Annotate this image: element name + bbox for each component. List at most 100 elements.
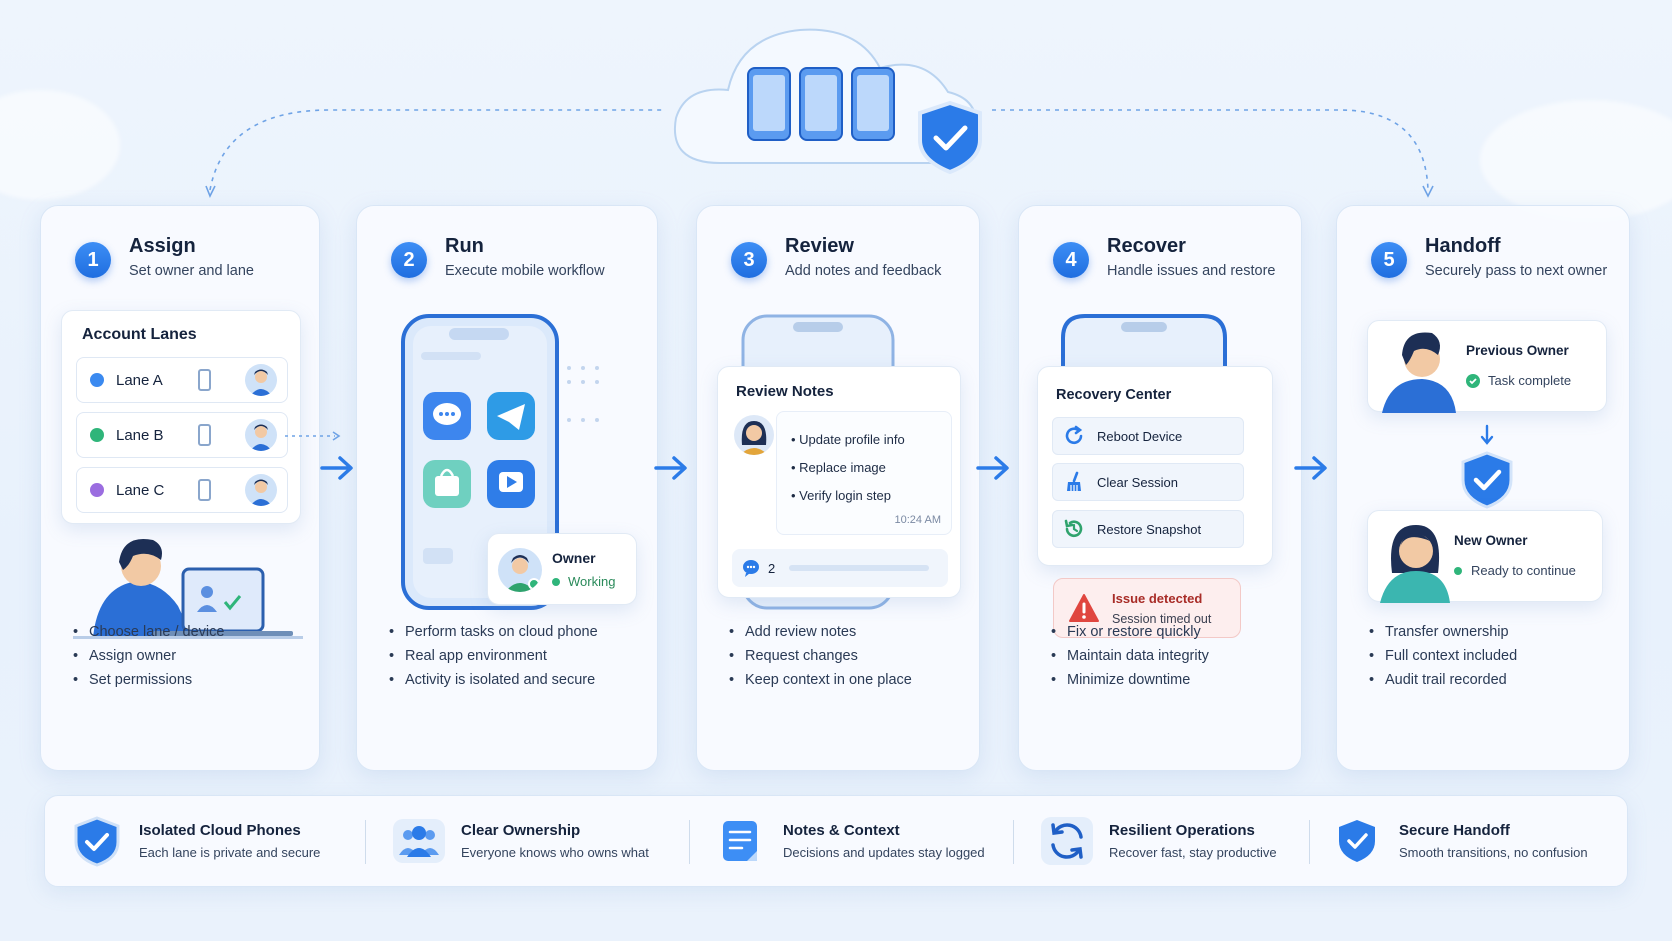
note-item: • Replace image [791,460,886,475]
comment-input[interactable]: 2 [732,549,948,587]
step-number: 2 [391,242,427,278]
lane-a[interactable]: Lane A [76,357,288,403]
avatar [734,415,774,455]
shield-check-icon [918,100,982,175]
lane-color-dot [90,373,104,387]
status-dot [1454,566,1462,575]
bullet-item: Activity is isolated and secure [387,668,598,692]
feature-title: Isolated Cloud Phones [139,822,301,839]
feature-title: Notes & Context [783,822,900,839]
bullet-item: Maintain data integrity [1049,644,1209,668]
feature-title: Secure Handoff [1399,822,1510,839]
bullet-item: Real app environment [387,644,598,668]
owner-label: Owner [552,550,596,566]
bullet-item: Assign owner [71,644,224,668]
chat-app-icon [423,392,471,440]
owner-status: Working [568,574,616,589]
note-timestamp: 10:24 AM [894,514,941,526]
avatar [245,474,277,506]
arrow-right-icon [320,456,353,480]
arrow-right-icon [654,456,687,480]
step-number: 5 [1371,242,1407,278]
issue-title: Issue detected [1112,591,1203,606]
step-recover: 4 Recover Handle issues and restore Reco… [1018,205,1302,771]
lane-b[interactable]: Lane B [76,412,288,458]
previous-owner-status: Task complete [1488,373,1572,388]
step-number: 4 [1053,242,1089,278]
feature-description: Recover fast, stay productive [1109,845,1277,860]
divider [1013,820,1014,864]
comment-placeholder-bar [789,565,930,571]
cloud-phones-illustration [205,28,1434,198]
reboot-icon [1065,425,1083,445]
step-title: Review [785,235,854,257]
feature-title: Resilient Operations [1109,822,1255,839]
shield-check-icon [1461,451,1513,509]
bullet-item: Request changes [727,644,912,668]
telegram-app-icon [487,392,535,440]
new-owner-card: New Owner Ready to continue [1367,510,1603,603]
comment-count: 2 [768,560,776,576]
note-item: • Update profile info [791,432,905,447]
divider [365,820,366,864]
new-owner-avatar [1380,525,1450,603]
lane-label: Lane A [116,371,163,389]
step-subtitle: Handle issues and restore [1107,263,1276,279]
action-label: Restore Snapshot [1097,521,1202,537]
step-subtitle: Execute mobile workflow [445,263,605,279]
bullet-item: Transfer ownership [1367,620,1517,644]
previous-owner-card: Previous Owner Task complete [1367,320,1607,413]
restore-history-icon [1064,519,1083,538]
step-title: Assign [129,235,196,257]
background-cloud [1480,100,1672,220]
previous-owner-avatar [1382,332,1456,413]
avatar [245,364,277,396]
reboot-device-button[interactable]: Reboot Device [1052,417,1244,455]
step-number: 1 [75,242,111,278]
shield-check-icon [1339,820,1375,862]
lane-color-dot [90,428,104,442]
feature-description: Smooth transitions, no confusion [1399,845,1588,860]
lane-color-dot [90,483,104,497]
warning-icon [1069,594,1099,622]
arrow-down-icon [1480,424,1494,445]
step-number: 3 [731,242,767,278]
users-icon [393,819,445,863]
step-subtitle: Set owner and lane [129,263,254,279]
new-owner-label: New Owner [1454,533,1528,548]
check-circle-icon [1466,373,1480,388]
step-title: Recover [1107,235,1186,257]
action-label: Clear Session [1097,474,1178,490]
phone-icon [198,424,211,446]
lane-label: Lane C [116,481,165,499]
review-notes-title: Review Notes [736,383,834,400]
bullet-item: Add review notes [727,620,912,644]
note-bubble: • Update profile info • Replace image • … [776,411,952,535]
step-subtitle: Securely pass to next owner [1425,263,1608,279]
broom-icon [1067,471,1081,491]
lane-c[interactable]: Lane C [76,467,288,513]
dashed-connector-left [209,109,665,191]
dashed-connector-right [992,109,1429,191]
feature-description: Each lane is private and secure [139,845,321,860]
avatar [498,548,542,592]
restore-snapshot-button[interactable]: Restore Snapshot [1052,510,1244,548]
new-owner-status: Ready to continue [1471,563,1576,578]
note-item: • Verify login step [791,488,891,503]
bullet-item: Choose lane / device [71,620,224,644]
clear-session-button[interactable]: Clear Session [1052,463,1244,501]
phone-icon [747,67,895,141]
recovery-center-title: Recovery Center [1056,387,1172,403]
bullet-item: Set permissions [71,668,224,692]
bullet-item: Perform tasks on cloud phone [387,620,598,644]
feature-description: Everyone knows who owns what [461,845,649,860]
previous-owner-label: Previous Owner [1466,343,1569,358]
account-lanes-card: Account Lanes Lane A Lane B Lane C [61,310,301,524]
bullet-item: Full context included [1367,644,1517,668]
